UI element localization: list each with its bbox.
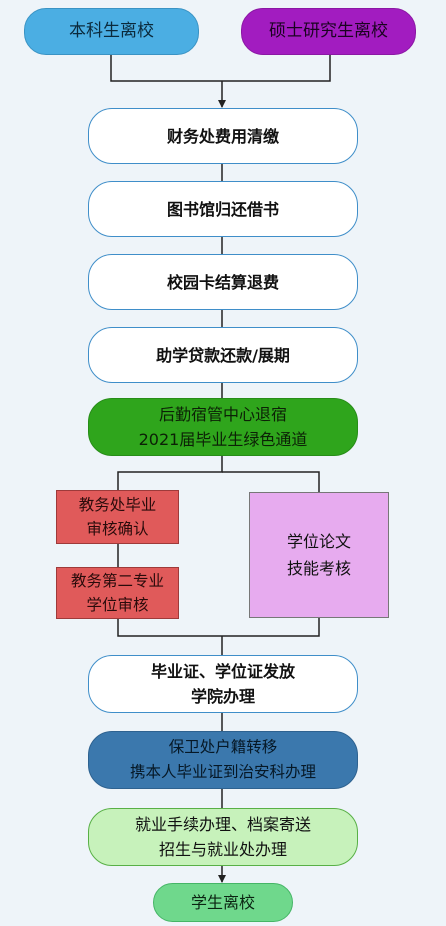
loan-label: 助学贷款还款/展期 [156,345,290,365]
diploma-line1: 毕业证、学位证发放 [150,662,295,681]
loan-node: 助学贷款还款/展期 [88,327,358,383]
diploma-line2: 学院办理 [190,687,255,706]
employment-node: 就业手续办理、档案寄送 招生与就业处办理 [88,808,358,866]
student-leave-node: 学生离校 [153,883,293,922]
master-leave-node: 硕士研究生离校 [241,8,416,55]
academic-review-node: 教务处毕业 审核确认 [56,490,179,544]
logistics-line1: 后勤宿管中心退宿 [158,405,287,424]
master-leave-label: 硕士研究生离校 [269,21,388,41]
join-connector [117,618,320,637]
undergrad-leave-label: 本科生离校 [69,21,154,41]
security-line2: 携本人毕业证到治安科办理 [129,763,316,781]
campus-card-node: 校园卡结算退费 [88,254,358,310]
split-connector [117,456,223,490]
finance-label: 财务处费用清缴 [166,126,279,146]
thesis-line2: 技能考核 [286,559,351,578]
second-major-line1: 教务第二专业 [70,572,164,590]
logistics-line2: 2021届毕业生绿色通道 [138,430,308,449]
thesis-line1: 学位论文 [286,532,351,551]
split-connector-right [222,471,320,492]
second-major-node: 教务第二专业 学位审核 [56,567,179,619]
security-node: 保卫处户籍转移 携本人毕业证到治安科办理 [88,731,358,789]
thesis-node: 学位论文 技能考核 [249,492,389,618]
student-leave-label: 学生离校 [190,893,255,912]
finance-node: 财务处费用清缴 [88,108,358,164]
logistics-node: 后勤宿管中心退宿 2021届毕业生绿色通道 [88,398,358,456]
undergrad-leave-node: 本科生离校 [24,8,199,55]
library-label: 图书馆归还借书 [166,199,279,219]
employment-line1: 就业手续办理、档案寄送 [134,815,311,834]
merge-connector [110,55,331,82]
diploma-node: 毕业证、学位证发放 学院办理 [88,655,358,713]
campus-card-label: 校园卡结算退费 [166,272,279,292]
second-major-line2: 学位审核 [86,596,149,614]
employment-line2: 招生与就业处办理 [158,840,287,859]
academic-review-line1: 教务处毕业 [78,496,157,514]
academic-review-line2: 审核确认 [86,520,149,538]
library-node: 图书馆归还借书 [88,181,358,237]
security-line1: 保卫处户籍转移 [168,738,278,756]
